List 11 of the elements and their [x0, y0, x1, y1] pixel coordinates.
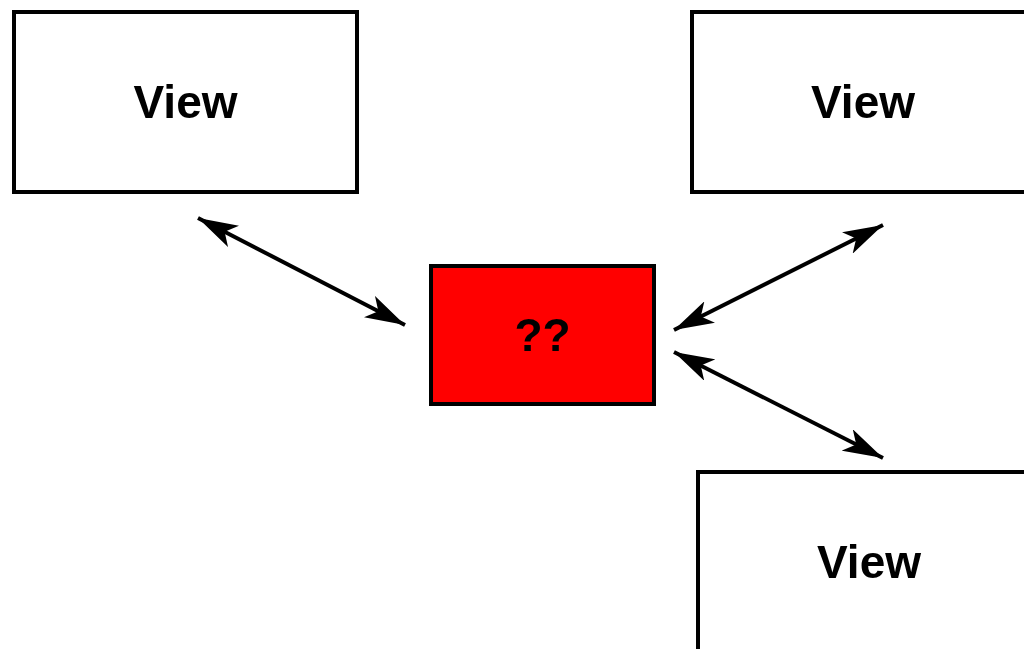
view-box: [696, 470, 1024, 649]
double-headed-arrow: [197, 216, 406, 327]
view-box: [12, 10, 359, 194]
box-label: View: [133, 75, 238, 129]
box-label: View: [817, 535, 921, 589]
double-headed-arrow: [673, 223, 884, 332]
box-label: View: [811, 75, 915, 129]
double-headed-arrow: [673, 350, 884, 460]
box-label: ??: [514, 308, 571, 362]
unknown-component-box: [429, 264, 656, 406]
view-box: [690, 10, 1024, 194]
